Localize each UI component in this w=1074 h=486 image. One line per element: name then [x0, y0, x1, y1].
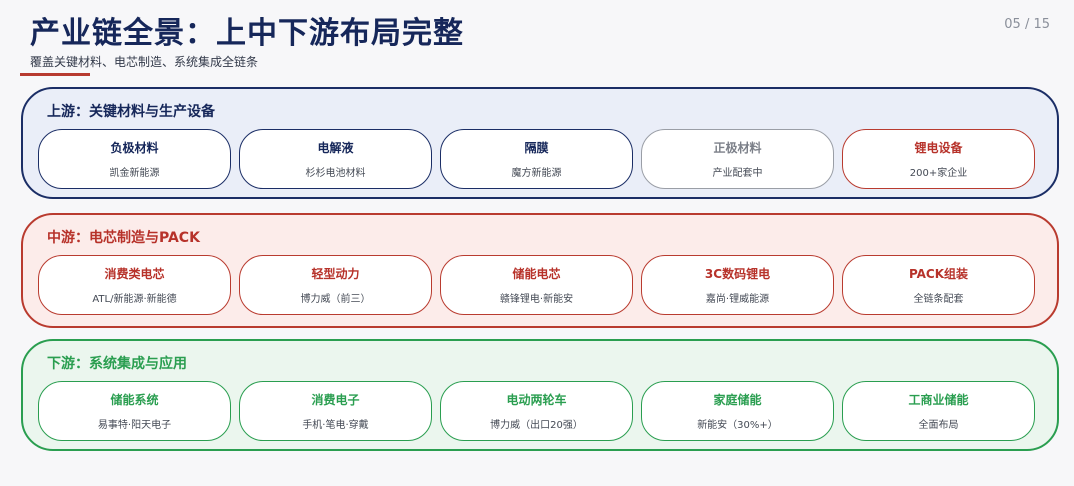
card-storage-system: 储能系统 易事特·阳天电子	[38, 381, 231, 441]
card-consumer-cell: 消费类电芯 ATL/新能源·新能德	[38, 255, 231, 315]
card-title: 储能电芯	[512, 267, 561, 281]
downstream-section: 下游：系统集成与应用 储能系统 易事特·阳天电子 消费电子 手机·笔电·穿戴 电…	[21, 339, 1059, 451]
card-title: 锂电设备	[914, 141, 963, 155]
card-subtitle: 产业配套中	[712, 168, 763, 179]
downstream-cards: 储能系统 易事特·阳天电子 消费电子 手机·笔电·穿戴 电动两轮车 博力威（出口…	[38, 381, 1035, 441]
card-title: 消费电子	[311, 393, 360, 407]
card-title: 工商业储能	[908, 393, 969, 407]
card-title: 家庭储能	[713, 393, 762, 407]
card-title: 消费类电芯	[104, 267, 165, 281]
card-subtitle: 凯金新能源	[109, 168, 160, 179]
card-title: 储能系统	[110, 393, 159, 407]
card-electric-two-wheeler: 电动两轮车 博力威（出口20强）	[440, 381, 633, 441]
card-battery-equipment: 锂电设备 200+家企业	[842, 129, 1035, 189]
card-subtitle: 全链条配套	[913, 294, 964, 305]
card-subtitle: 易事特·阳天电子	[97, 420, 172, 431]
card-subtitle: 全面布局	[918, 420, 959, 431]
card-light-power: 轻型动力 博力威（前三）	[239, 255, 432, 315]
card-title: 3C数码锂电	[704, 267, 771, 281]
card-separator: 隔膜 魔方新能源	[440, 129, 633, 189]
card-electrolyte: 电解液 杉杉电池材料	[239, 129, 432, 189]
card-anode-material: 负极材料 凯金新能源	[38, 129, 231, 189]
card-subtitle: 博力威（出口20强）	[490, 420, 583, 431]
card-commercial-storage: 工商业储能 全面布局	[842, 381, 1035, 441]
card-title: PACK组装	[908, 267, 969, 281]
card-title: 电动两轮车	[506, 393, 567, 407]
card-subtitle: 新能安（30%+）	[697, 420, 778, 431]
card-title: 负极材料	[110, 141, 159, 155]
card-subtitle: 杉杉电池材料	[305, 168, 366, 179]
card-title: 隔膜	[524, 141, 549, 155]
subtitle-underline	[20, 73, 90, 76]
card-title: 轻型动力	[311, 267, 360, 281]
card-pack-assembly: PACK组装 全链条配套	[842, 255, 1035, 315]
card-consumer-electronics: 消费电子 手机·笔电·穿戴	[239, 381, 432, 441]
upstream-section: 上游：关键材料与生产设备 负极材料 凯金新能源 电解液 杉杉电池材料 隔膜 魔方…	[21, 87, 1059, 199]
card-subtitle: 魔方新能源	[511, 168, 562, 179]
page-title: 产业链全景：上中下游布局完整	[30, 16, 464, 51]
card-3c-battery: 3C数码锂电 嘉尚·锂威能源	[641, 255, 834, 315]
upstream-title: 上游：关键材料与生产设备	[47, 104, 215, 120]
card-title: 电解液	[317, 141, 354, 155]
downstream-title: 下游：系统集成与应用	[47, 356, 187, 372]
card-storage-cell: 储能电芯 赣锋锂电·新能安	[440, 255, 633, 315]
page-number: 05 / 15	[1004, 17, 1050, 32]
midstream-section: 中游：电芯制造与PACK 消费类电芯 ATL/新能源·新能德 轻型动力 博力威（…	[21, 213, 1059, 328]
midstream-cards: 消费类电芯 ATL/新能源·新能德 轻型动力 博力威（前三） 储能电芯 赣锋锂电…	[38, 255, 1035, 315]
upstream-cards: 负极材料 凯金新能源 电解液 杉杉电池材料 隔膜 魔方新能源 正极材料 产业配套…	[38, 129, 1035, 189]
card-subtitle: ATL/新能源·新能德	[92, 294, 177, 305]
card-title: 正极材料	[713, 141, 762, 155]
midstream-title: 中游：电芯制造与PACK	[47, 230, 200, 246]
card-home-storage: 家庭储能 新能安（30%+）	[641, 381, 834, 441]
card-subtitle: 手机·笔电·穿戴	[302, 420, 369, 431]
card-subtitle: 博力威（前三）	[300, 294, 371, 305]
card-cathode-material: 正极材料 产业配套中	[641, 129, 834, 189]
page-subtitle: 覆盖关键材料、电芯制造、系统集成全链条	[30, 55, 259, 69]
card-subtitle: 嘉尚·锂威能源	[705, 294, 770, 305]
card-subtitle: 200+家企业	[909, 168, 968, 179]
card-subtitle: 赣锋锂电·新能安	[499, 294, 574, 305]
